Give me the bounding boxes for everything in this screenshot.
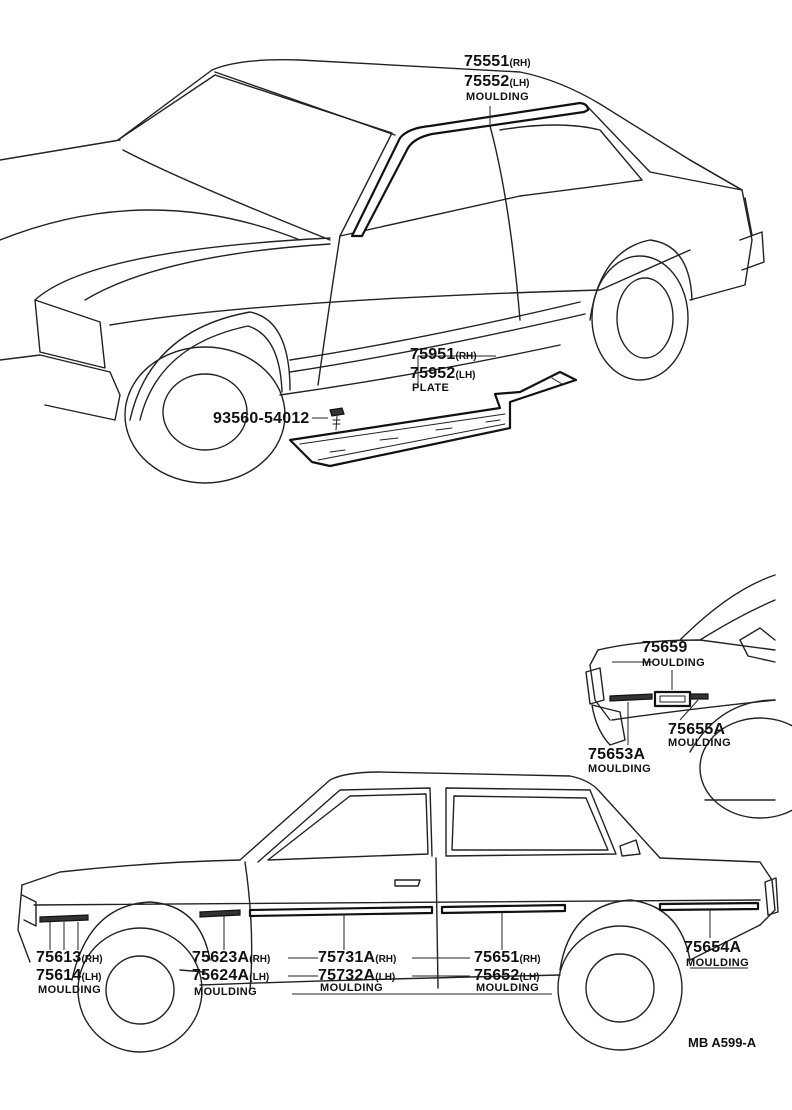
front-fender-moulding-lh-number: 75614 — [36, 967, 82, 984]
quarter-moulding-lh-suffix: (LH) — [519, 972, 540, 983]
rear-top-moulding-name: MOULDING — [642, 657, 706, 669]
quarter-moulding-rh-number: 75651 — [474, 949, 520, 966]
rear-side-moulding-a-number: 75655A — [668, 721, 726, 738]
rear-side-moulding-b-part — [609, 693, 653, 702]
rear-side-moulding-b-number: 75653A — [588, 746, 646, 763]
quarter-moulding-name: MOULDING — [476, 982, 540, 994]
quarter-moulding-rh-suffix: (RH) — [519, 954, 541, 965]
rocker-plate-rh-number: 75951 — [410, 346, 456, 363]
fender-rear-moulding-lh-suffix: (LH) — [249, 972, 270, 983]
rocker-plate-part — [288, 370, 578, 468]
upper-car-drawing — [0, 59, 765, 484]
rear-top-moulding-inner — [659, 695, 686, 703]
rocker-plate-detail — [299, 377, 563, 461]
clip-part — [329, 407, 345, 431]
rear-quarter-moulding-part — [658, 901, 760, 912]
door-moulding-rh-suffix: (RH) — [375, 954, 397, 965]
front-fender-moulding-name: MOULDING — [38, 984, 102, 996]
rear-top-moulding-number: 75659 — [642, 639, 688, 656]
rocker-plate-rh-suffix: (RH) — [455, 351, 477, 362]
rocker-plate-name: PLATE — [412, 382, 450, 394]
reference-code: MB A599-A — [688, 1035, 757, 1050]
rear-side-moulding-b-name: MOULDING — [588, 763, 652, 775]
door-moulding-name: MOULDING — [320, 982, 384, 994]
roof-drip-moulding-part — [350, 101, 590, 238]
rear-quarter-moulding-number: 75654A — [684, 939, 742, 956]
rocker-plate-lh-suffix: (LH) — [455, 370, 476, 381]
roof-moulding-name: MOULDING — [466, 91, 530, 103]
roof-moulding-lh-suffix: (LH) — [509, 78, 530, 89]
fender-rear-moulding-rh-suffix: (RH) — [249, 954, 271, 965]
door-moulding-lh-suffix: (LH) — [375, 972, 396, 983]
fender-rear-moulding-part — [199, 909, 241, 918]
roof-moulding-rh-suffix: (RH) — [509, 58, 531, 69]
clip-number: 93560-54012 — [213, 410, 310, 427]
fender-rear-moulding-name: MOULDING — [194, 986, 258, 998]
rear-quarter-moulding-name: MOULDING — [686, 957, 750, 969]
rocker-plate-lh-number: 75952 — [410, 365, 456, 382]
front-fender-moulding-lh-suffix: (LH) — [81, 972, 102, 983]
front-fender-moulding-rh-suffix: (RH) — [81, 954, 103, 965]
fender-rear-moulding-rh-number: 75623A — [192, 949, 250, 966]
roof-moulding-lh-number: 75552 — [464, 73, 510, 90]
lower-car-drawing — [17, 771, 779, 1053]
door-moulding-lh-number: 75732A — [318, 967, 376, 984]
fender-rear-moulding-lh-number: 75624A — [192, 967, 250, 984]
rear-side-moulding-a-part — [689, 693, 709, 700]
door-moulding-part — [248, 905, 434, 918]
roof-moulding-rh-number: 75551 — [464, 53, 510, 70]
front-fender-moulding-rh-number: 75613 — [36, 949, 82, 966]
front-fender-moulding-part — [39, 914, 89, 923]
quarter-moulding-part — [440, 903, 567, 915]
quarter-moulding-lh-number: 75652 — [474, 967, 520, 984]
door-moulding-rh-number: 75731A — [318, 949, 376, 966]
rear-side-moulding-a-name: MOULDING — [668, 737, 732, 749]
